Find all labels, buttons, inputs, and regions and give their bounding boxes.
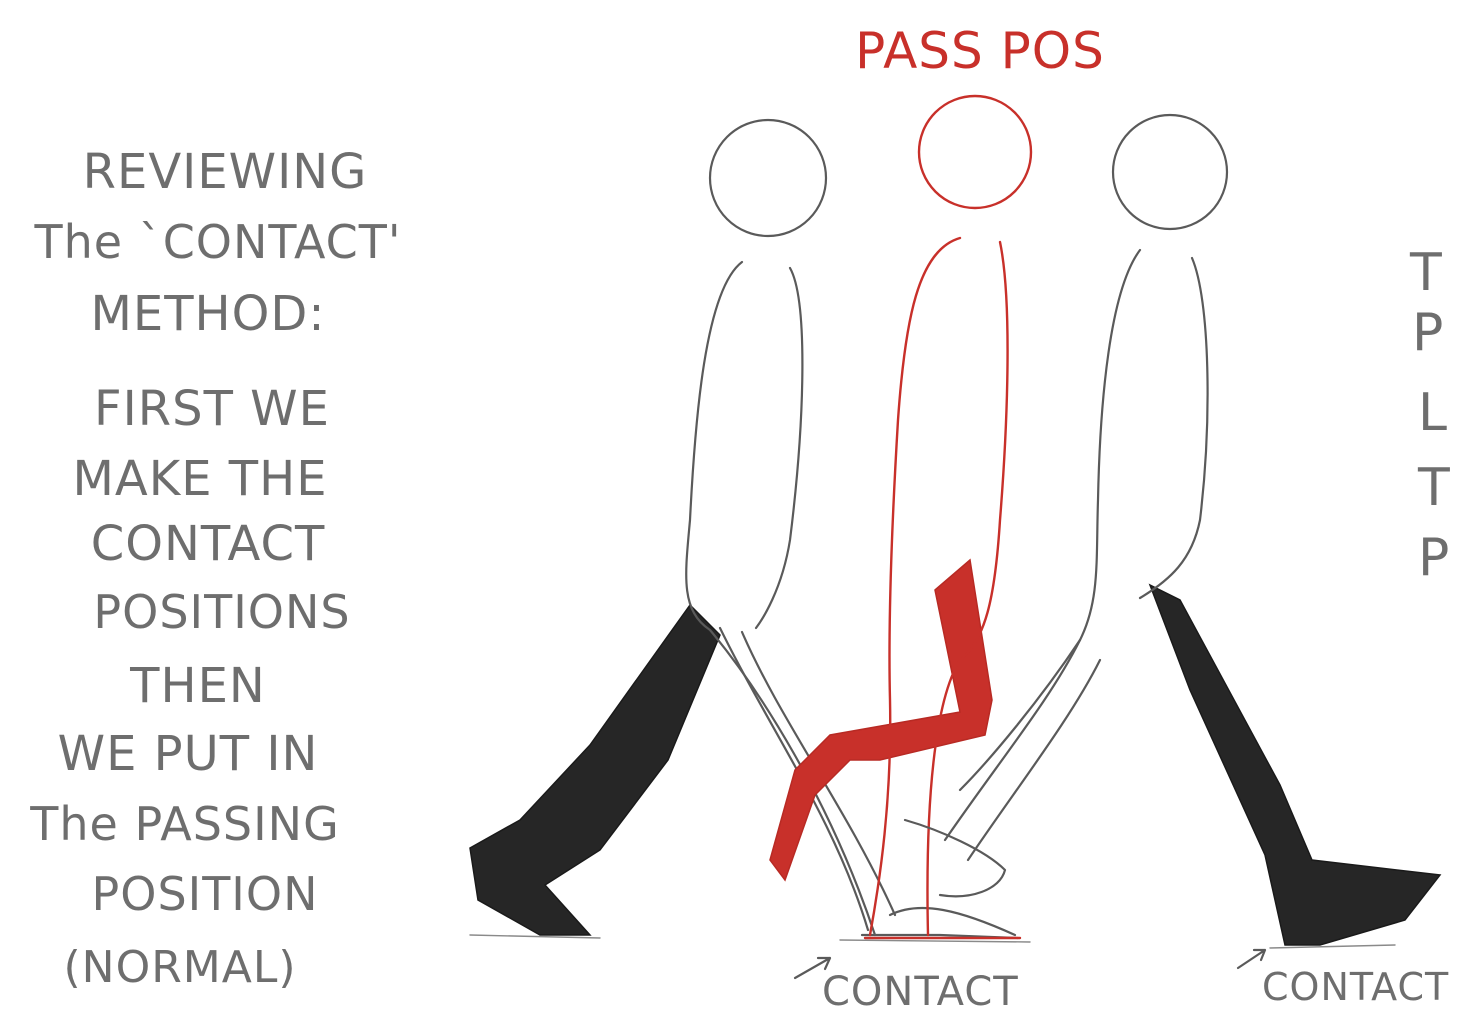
text-line-4: FIRST WE <box>94 381 330 437</box>
arrow-right <box>1238 950 1265 968</box>
foot-left <box>862 908 1018 938</box>
figure-contact-right <box>905 115 1440 945</box>
pass-pos-title: PASS POS <box>855 22 1105 80</box>
text-line-12: (NORMAL) <box>63 942 296 993</box>
back-leg-right-dark <box>1150 585 1440 945</box>
figure-contact-left <box>470 120 1018 938</box>
contact-label-right-group: CONTACT <box>1238 950 1449 1009</box>
head-right <box>1113 115 1227 229</box>
right-cut-text: T P L T P <box>1409 243 1451 588</box>
text-line-9: WE PUT IN <box>58 726 319 782</box>
head-left <box>710 120 826 236</box>
head-passing <box>919 96 1031 208</box>
body-right <box>960 250 1208 790</box>
text-line-5: MAKE THE <box>72 451 327 507</box>
contact-label-left-group: CONTACT <box>795 958 1019 1011</box>
right-letter-3: L <box>1418 383 1448 443</box>
front-leg-right <box>905 640 1100 896</box>
text-line-10: The PASSING <box>29 797 339 851</box>
contact-label-left: CONTACT <box>822 969 1019 1011</box>
text-line-7: POSITIONS <box>93 585 350 639</box>
text-line-2: The `CONTACT' <box>34 215 402 269</box>
text-line-3: METHOD: <box>90 286 325 342</box>
contact-label-right: CONTACT <box>1262 965 1449 1009</box>
right-letter-5: P <box>1418 528 1450 588</box>
text-line-1: REVIEWING <box>83 144 368 200</box>
text-line-8: THEN <box>129 658 266 714</box>
back-leg-passing-red <box>770 560 992 880</box>
text-line-6: CONTACT <box>91 516 326 572</box>
left-text-column: REVIEWING The `CONTACT' METHOD: FIRST WE… <box>29 144 401 993</box>
right-letter-2: P <box>1412 303 1444 363</box>
right-letter-1: T <box>1409 243 1443 303</box>
text-line-11: POSITION <box>92 867 319 921</box>
figure-passing <box>770 96 1031 938</box>
right-letter-4: T <box>1417 458 1451 518</box>
back-leg-left-dark <box>470 605 720 935</box>
